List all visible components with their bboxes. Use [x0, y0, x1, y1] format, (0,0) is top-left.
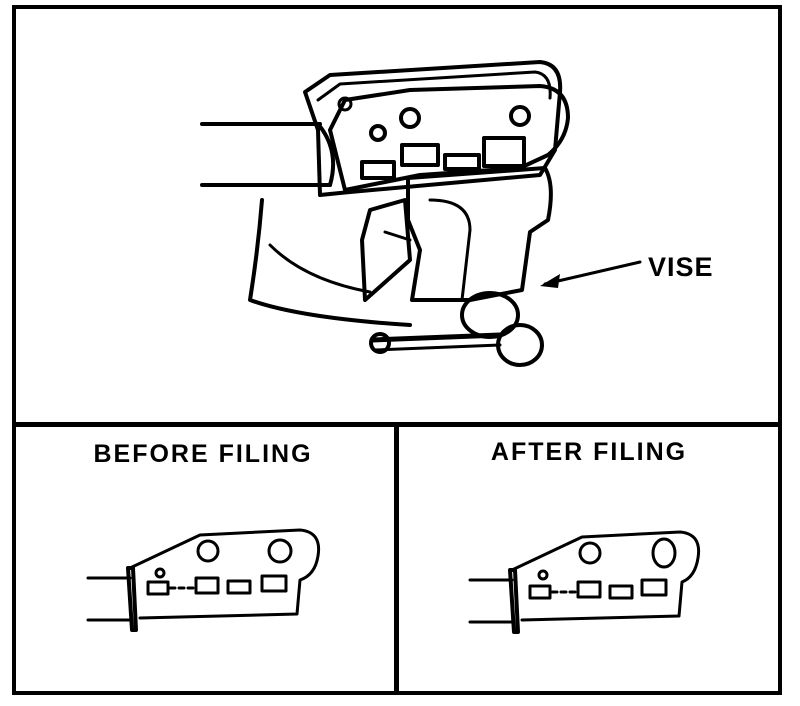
after-hole-left — [578, 541, 602, 565]
vise-jaw — [406, 166, 553, 302]
before-filing-illustration — [86, 528, 321, 632]
bracket-hole-right — [509, 105, 531, 127]
bracket-back-plate — [303, 60, 563, 197]
before-hole-left — [196, 539, 220, 563]
callout-leader-line — [543, 260, 642, 286]
after-hole-right-elongated — [651, 537, 677, 569]
vise-callout-label: VISE — [648, 252, 714, 282]
rod-end — [316, 122, 336, 187]
vise-illustration — [200, 60, 642, 367]
after-filing-illustration — [468, 530, 701, 634]
before-hole-right — [267, 538, 293, 564]
bracket-slot-4 — [482, 136, 526, 168]
before-filing-title: BEFORE FILING — [93, 440, 313, 468]
bracket-front-plate — [328, 84, 570, 192]
bracket-slot-1 — [360, 160, 396, 180]
after-filing-title: AFTER FILING — [490, 438, 688, 466]
bracket-hole-small — [369, 124, 387, 142]
vertical-divider — [394, 422, 399, 695]
vise-screw-collar — [460, 291, 520, 339]
bracket-slot-3 — [443, 153, 481, 171]
handle-knob-left — [369, 332, 391, 354]
bracket-slot-2 — [400, 143, 440, 167]
handle-knob-right — [496, 323, 544, 367]
callout-arrowhead — [540, 274, 560, 288]
vise-base-arc — [248, 198, 412, 327]
bracket-hole-left — [399, 107, 421, 129]
vise-side-body — [360, 198, 412, 302]
